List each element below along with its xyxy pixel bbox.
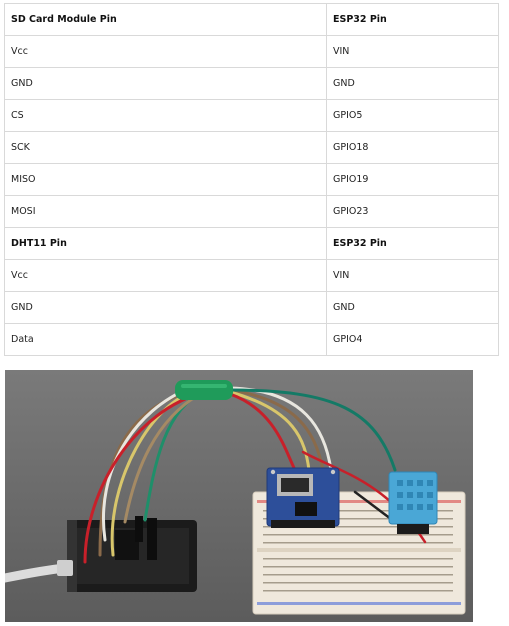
header-cell-esp32-pin: ESP32 Pin xyxy=(326,3,499,36)
wire-bundle-tape xyxy=(175,380,233,400)
header-cell-sd-pin: SD Card Module Pin xyxy=(4,3,327,36)
table-cell: GND xyxy=(4,291,327,324)
table-cell: GPIO4 xyxy=(326,323,499,356)
esp32-board xyxy=(67,516,197,592)
table-cell: GND xyxy=(326,67,499,100)
table-row: GND GND xyxy=(4,291,499,324)
table-row: GND GND xyxy=(4,67,499,100)
table-cell: GPIO19 xyxy=(326,163,499,196)
table-cell: VIN xyxy=(326,259,499,292)
table-row: CS GPIO5 xyxy=(4,99,499,132)
circuit-photo xyxy=(5,370,473,622)
table-row: MISO GPIO19 xyxy=(4,163,499,196)
table-row: Data GPIO4 xyxy=(4,323,499,356)
table-cell: VIN xyxy=(326,35,499,68)
table-row: MOSI GPIO23 xyxy=(4,195,499,228)
table-row: Vcc VIN xyxy=(4,35,499,68)
sd-card-module xyxy=(266,467,340,528)
table-cell: SCK xyxy=(4,131,327,164)
table-row-header: DHT11 Pin ESP32 Pin xyxy=(4,227,499,260)
table-row: Vcc VIN xyxy=(4,259,499,292)
table-row: SCK GPIO18 xyxy=(4,131,499,164)
table-row-header: SD Card Module Pin ESP32 Pin xyxy=(4,3,499,36)
table-cell: GND xyxy=(4,67,327,100)
header-cell-dht11-pin: DHT11 Pin xyxy=(4,227,327,260)
table-cell: Vcc xyxy=(4,259,327,292)
table-cell: GPIO5 xyxy=(326,99,499,132)
table-cell: MISO xyxy=(4,163,327,196)
usb-cable xyxy=(5,560,73,583)
table-cell: Vcc xyxy=(4,35,327,68)
table-cell: GPIO23 xyxy=(326,195,499,228)
table-cell: MOSI xyxy=(4,195,327,228)
circuit-illustration xyxy=(5,370,473,622)
header-cell-esp32-pin: ESP32 Pin xyxy=(326,227,499,260)
dht11-sensor xyxy=(388,471,438,534)
table-cell: GND xyxy=(326,291,499,324)
table-cell: CS xyxy=(4,99,327,132)
table-cell: Data xyxy=(4,323,327,356)
pin-connection-table: SD Card Module Pin ESP32 Pin Vcc VIN GND… xyxy=(4,3,499,356)
table-cell: GPIO18 xyxy=(326,131,499,164)
